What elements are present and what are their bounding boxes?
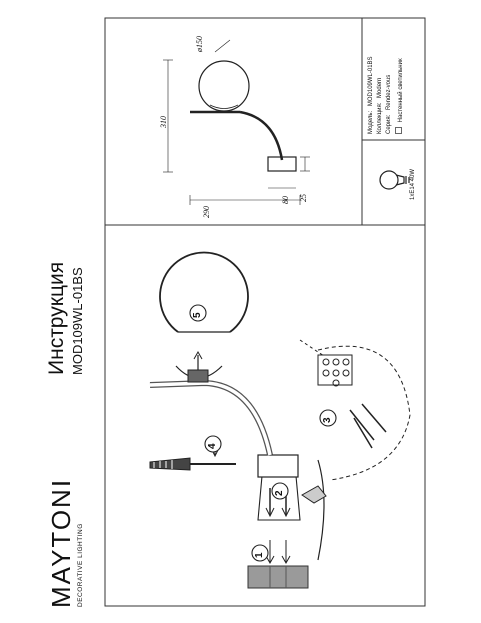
spec-style-key: Серия: [386, 114, 392, 134]
dimension-drawing [163, 39, 310, 205]
spec-collection-key: Коллекция: [377, 102, 383, 134]
spec-model-label: Модель: MOD109WL-01BS [368, 56, 374, 134]
base-plate [257, 454, 299, 478]
bulb-icon [379, 170, 410, 190]
globe-shade-install [159, 251, 249, 333]
dim-base-depth: 25 [299, 194, 308, 202]
step-3-circle [319, 409, 337, 427]
spec-type: Настенный светильник [395, 58, 404, 134]
wall-base [267, 156, 297, 172]
step-5-label: 5 [192, 312, 203, 318]
spec-model-value: MOD109WL-01BS [368, 56, 374, 107]
step-4-label: 4 [207, 443, 218, 449]
spec-style: Серия: Rendez-vous [386, 75, 392, 134]
step-2-label: 2 [274, 490, 285, 496]
spec-collection: Коллекция: Modern [377, 78, 383, 134]
terminal-block [317, 354, 353, 387]
screwdriver-icon [149, 457, 236, 471]
outer-frame [104, 17, 426, 607]
spec-collection-value: Modern [377, 77, 383, 98]
wall-mount-icon [395, 127, 402, 134]
step-1-label: 1 [254, 552, 265, 558]
step-1-circle [251, 544, 269, 562]
dim-total-height: 310 [159, 116, 168, 128]
brand-tagline: DECORATIVE LIGHTING [77, 523, 84, 607]
page-title: Инструкция [45, 261, 68, 375]
dim-width: 290 [202, 206, 211, 218]
spec-type-value: Настенный светильник [398, 58, 404, 123]
dim-globe-diameter: ø150 [195, 36, 204, 52]
brand-logo: MAYTONI [46, 477, 76, 608]
step-3-label: 3 [322, 417, 333, 423]
spec-model-key: Модель: [368, 110, 374, 134]
dim-base-width: 80 [281, 196, 290, 204]
model-number: MOD109WL-01BS [70, 267, 85, 375]
wall-block [247, 565, 309, 589]
step-5-circle [189, 304, 207, 322]
installation-illustration [149, 251, 411, 589]
step-4-circle [204, 435, 222, 453]
spec-style-value: Rendez-vous [386, 74, 392, 111]
globe-shade [198, 60, 250, 112]
bulb-spec: 1xE14 40W [410, 168, 416, 200]
step-2-circle [271, 482, 289, 500]
arm-curve [239, 110, 284, 161]
